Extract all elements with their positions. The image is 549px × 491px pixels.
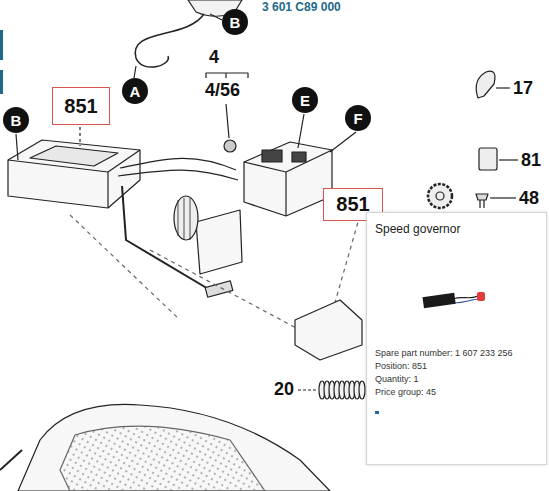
bracket xyxy=(225,73,226,78)
plug xyxy=(205,281,233,297)
spring-coil xyxy=(359,381,365,399)
leader-line xyxy=(298,114,304,148)
gear xyxy=(428,184,452,208)
handle xyxy=(18,404,330,491)
circle-letter: E xyxy=(292,87,318,113)
bracket xyxy=(206,73,248,78)
tooltip-line: Position: 851 xyxy=(375,360,538,373)
part-picture xyxy=(375,237,535,347)
leader-line xyxy=(79,127,80,146)
switch-terminal xyxy=(262,150,282,162)
switch-block xyxy=(244,142,332,216)
wheel xyxy=(174,196,198,240)
leader-line xyxy=(134,66,136,78)
housing-top xyxy=(30,146,118,166)
governor-module xyxy=(196,210,242,274)
callout-number: 20 xyxy=(274,379,294,400)
tooltip-line: Price group: 45 xyxy=(375,386,538,399)
leader-line xyxy=(496,87,510,88)
callout-box: 851 xyxy=(52,87,110,125)
tooltip-panel: Speed governorSpare part number: 1 607 2… xyxy=(366,212,547,465)
circle-letter: B xyxy=(3,107,29,133)
spring xyxy=(319,381,365,399)
callout-number: 48 xyxy=(519,188,539,209)
callout-number: 4/56 xyxy=(205,80,240,101)
circle-letter: B xyxy=(222,9,248,35)
leader-line xyxy=(298,389,316,390)
callout-number: 851 xyxy=(336,193,369,216)
grip xyxy=(60,426,265,491)
screw xyxy=(0,450,22,470)
wire xyxy=(118,170,238,180)
carbon-brush xyxy=(479,148,497,170)
link-mark xyxy=(375,411,379,414)
switch-terminal xyxy=(292,152,306,162)
clip xyxy=(476,71,495,98)
circle-letter: A xyxy=(122,78,148,104)
circle-letter-text: F xyxy=(353,110,362,127)
tooltip-line: Spare part number: 1 607 233 256 xyxy=(375,347,538,360)
circle-letter-text: E xyxy=(300,92,310,109)
leader-line xyxy=(490,197,516,198)
edge-bar xyxy=(0,70,3,94)
knob xyxy=(224,140,236,152)
gear-hub xyxy=(436,192,444,200)
edge-bar xyxy=(0,30,3,60)
circle-letter: F xyxy=(345,105,371,131)
tooltip-line: Quantity: 1 xyxy=(375,373,538,386)
callout-number: 851 xyxy=(64,95,97,118)
housing xyxy=(8,140,140,208)
screw xyxy=(476,194,488,208)
leader-line xyxy=(499,159,518,160)
cord-wire xyxy=(135,14,204,67)
leader-line xyxy=(210,14,222,20)
circle-letter-text: B xyxy=(230,14,241,31)
switch-housing xyxy=(295,300,362,360)
leader-line xyxy=(16,134,18,160)
wire xyxy=(120,158,236,170)
callout-number: 81 xyxy=(521,150,541,171)
circle-letter-text: A xyxy=(130,83,141,100)
circle-letter-text: B xyxy=(11,112,22,129)
switch-edge xyxy=(244,150,332,216)
leader-line xyxy=(330,132,356,152)
model-number: 3 601 C89 000 xyxy=(262,0,341,14)
part-picture xyxy=(375,237,538,347)
leader-line xyxy=(226,104,229,138)
callout-number: 17 xyxy=(513,78,533,99)
wheel-ribs xyxy=(178,198,190,240)
tooltip-title: Speed governor xyxy=(375,221,538,237)
callout-number: 4 xyxy=(209,47,219,68)
